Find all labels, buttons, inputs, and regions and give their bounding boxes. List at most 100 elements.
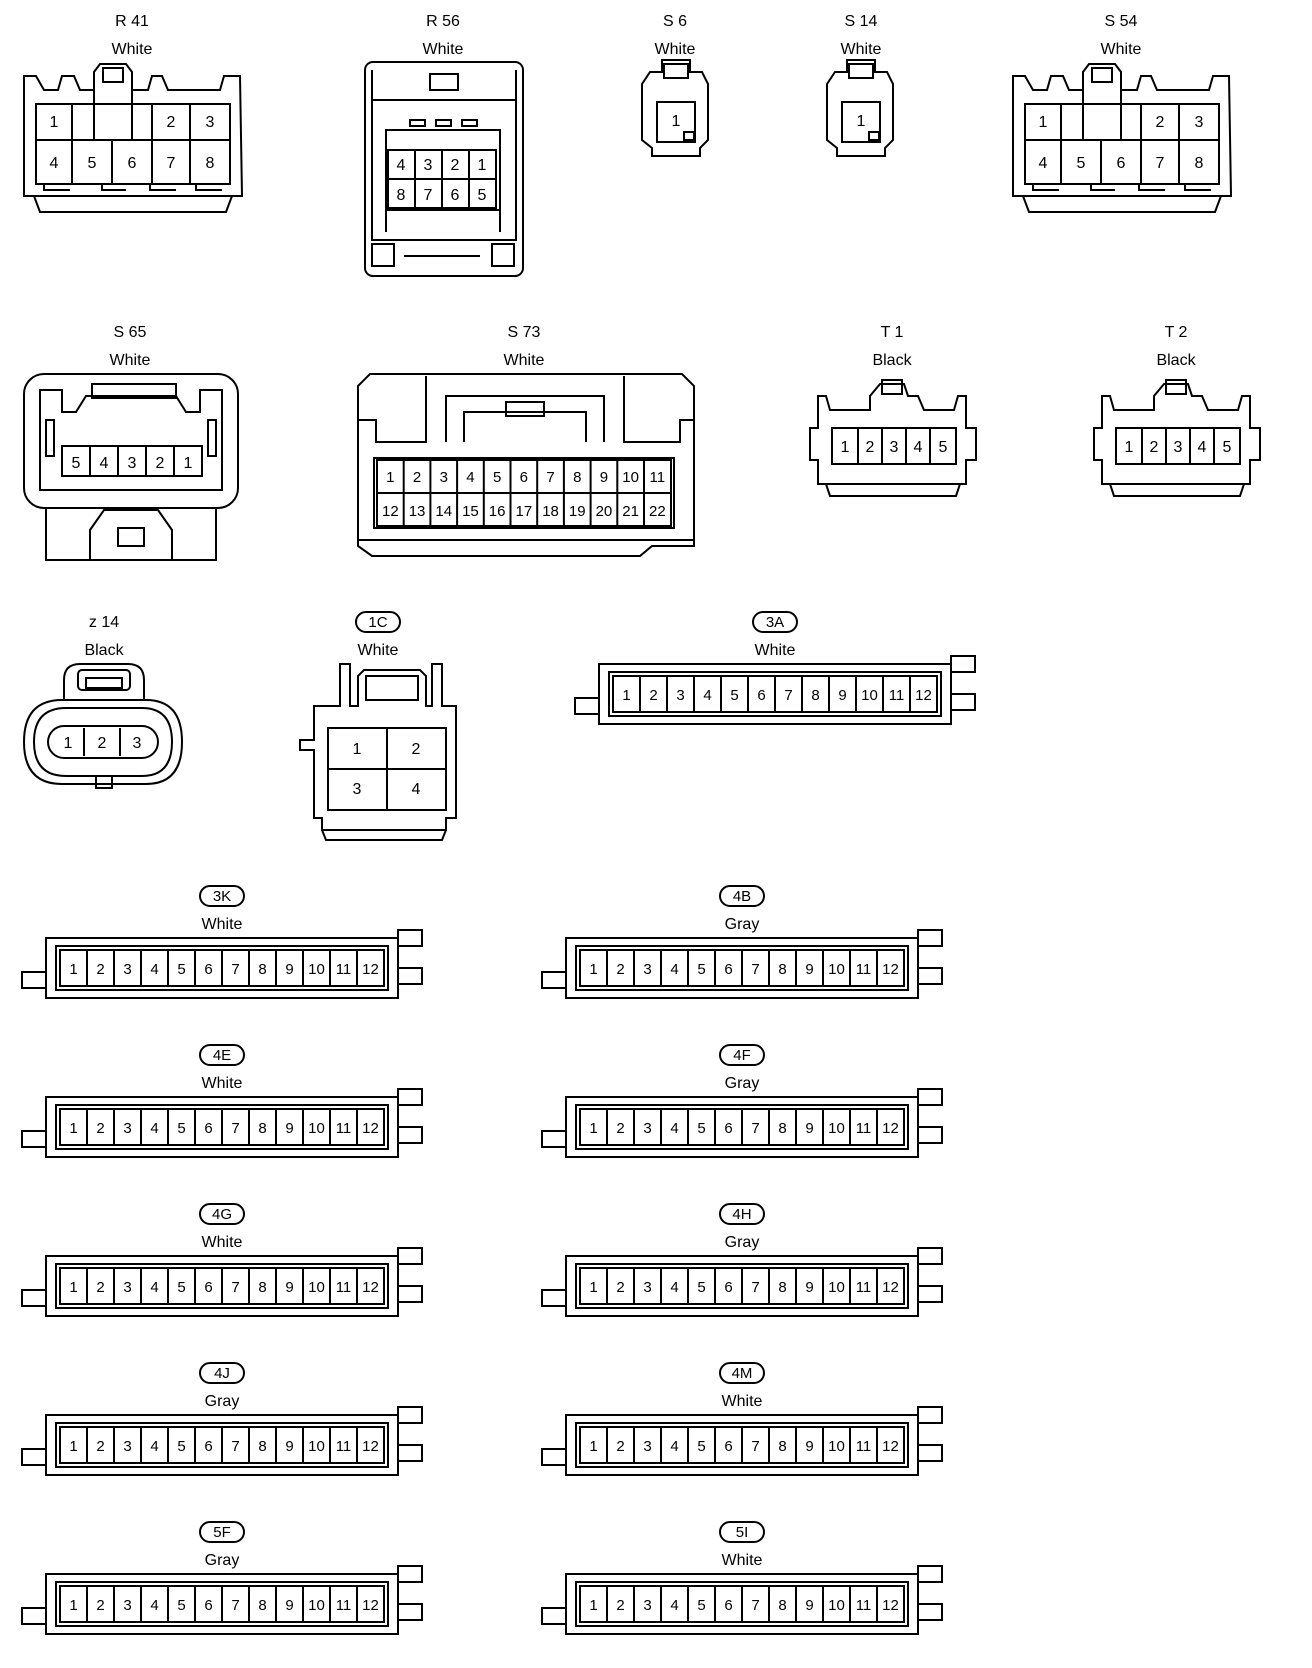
pin-label: 11 <box>856 1438 872 1455</box>
pin-label: 4 <box>1039 155 1048 172</box>
pin-label: 4 <box>914 439 923 456</box>
connector-name: 5F <box>213 1524 231 1541</box>
connector-1c-color: White <box>358 642 399 659</box>
pin-label: 9 <box>805 1438 813 1455</box>
connector-inner <box>575 1263 909 1309</box>
connector-tab <box>21 1448 47 1466</box>
pin-label: 3 <box>643 1279 651 1296</box>
pin-label: 2 <box>866 439 875 456</box>
pin-label: 10 <box>828 961 845 978</box>
pin-label: 12 <box>882 1597 899 1614</box>
pin-label: 9 <box>285 1120 293 1137</box>
pin-label: 17 <box>516 503 533 520</box>
pin-label: 11 <box>856 1597 872 1614</box>
connector-tab <box>397 1406 423 1424</box>
pin-label: 3 <box>123 1438 131 1455</box>
pin-label: 5 <box>1077 155 1086 172</box>
pin-label: 3 <box>123 1279 131 1296</box>
pin-label: 3 <box>353 781 362 798</box>
connector-t1-name: T 1 <box>881 324 904 341</box>
connector-color: Gray <box>725 1234 760 1251</box>
connector-1c: 1C White 1 2 3 4 <box>299 611 457 841</box>
connector-color: White <box>722 1552 763 1569</box>
connector-tab <box>574 697 600 715</box>
connector-tab <box>397 1126 423 1144</box>
pin-label: 11 <box>336 1438 352 1455</box>
pin-label: 8 <box>258 1120 266 1137</box>
pin-label: 7 <box>751 961 759 978</box>
pin-label: 7 <box>231 1120 239 1137</box>
pin-label: 2 <box>649 687 657 704</box>
pin-label: 5 <box>697 1279 705 1296</box>
connector-tab <box>21 1130 47 1148</box>
connector-tab <box>397 1603 423 1621</box>
pin-label: 8 <box>258 1279 266 1296</box>
pin-label: 3 <box>123 1597 131 1614</box>
pin-cell <box>356 1585 385 1623</box>
pin-label: 12 <box>882 1279 899 1296</box>
pin-label: 12 <box>382 503 399 520</box>
connector-tab <box>917 1406 943 1424</box>
connector-name: 4G <box>212 1206 232 1223</box>
pin-label: 3 <box>424 157 433 174</box>
connector-tab <box>541 1448 567 1466</box>
pin-label: 2 <box>98 735 107 752</box>
pin-label: 4 <box>670 961 678 978</box>
pin-cell <box>356 1426 385 1464</box>
pin-label: 12 <box>362 1279 379 1296</box>
connector-badge <box>719 1362 765 1384</box>
pin-cell <box>356 1267 385 1305</box>
pin-label: 10 <box>828 1120 845 1137</box>
pin-label: 4 <box>397 157 406 174</box>
pin-label: 2 <box>96 1438 104 1455</box>
connector-inner <box>55 1263 389 1309</box>
pin-label: 4 <box>670 1438 678 1455</box>
connector-name: 4J <box>214 1365 230 1382</box>
pin-label: 11 <box>336 961 352 978</box>
pin-label: 1 <box>589 1438 597 1455</box>
pin-label: 2 <box>96 961 104 978</box>
connector-tab <box>917 1126 943 1144</box>
connector-badge <box>199 1044 245 1066</box>
connector-name: 3K <box>213 888 231 905</box>
connector-inner <box>55 1104 389 1150</box>
pin-label: 12 <box>362 1120 379 1137</box>
pin-label: 2 <box>96 1597 104 1614</box>
pin-label: 1 <box>589 1279 597 1296</box>
connector-s14: S 14 White 1 <box>826 13 894 157</box>
pin-label: 12 <box>915 687 932 704</box>
connector-tab <box>917 967 943 985</box>
pin-label: 6 <box>204 1120 212 1137</box>
pin-label: 10 <box>308 1120 325 1137</box>
connector-color: White <box>202 1234 243 1251</box>
pin-label: 4 <box>150 1279 158 1296</box>
connector-inner <box>608 671 942 717</box>
connector-name: 3A <box>766 614 784 631</box>
pin-label: 9 <box>285 1597 293 1614</box>
connector-r41-name: R 41 <box>115 13 149 30</box>
pin-label: 6 <box>520 469 528 486</box>
pin-label: 4 <box>670 1279 678 1296</box>
pin-label: 1 <box>69 1279 77 1296</box>
connector-s6-color: White <box>655 41 696 58</box>
pin-label: 19 <box>569 503 586 520</box>
pin-label: 11 <box>650 469 666 486</box>
connector-name: 4E <box>213 1047 231 1064</box>
pin-label: 5 <box>697 1120 705 1137</box>
pin-label: 8 <box>258 1597 266 1614</box>
pin-label: 9 <box>838 687 846 704</box>
pin-label: 21 <box>622 503 639 520</box>
pin-label: 4 <box>150 961 158 978</box>
pin-label: 14 <box>435 503 452 520</box>
connector-t2-color: Black <box>1156 352 1196 369</box>
pin-label: 12 <box>882 961 899 978</box>
connector-inner <box>55 1581 389 1627</box>
pin-label: 8 <box>1195 155 1204 172</box>
pin-label: 4 <box>150 1120 158 1137</box>
pin-label: 3 <box>1195 114 1204 131</box>
